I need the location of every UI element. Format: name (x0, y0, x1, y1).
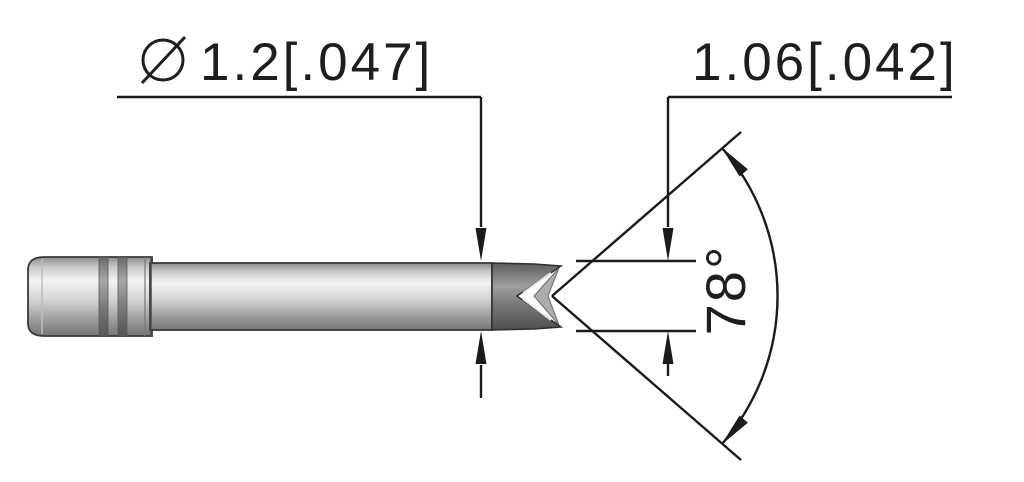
barrel-groove (98, 257, 109, 336)
probe-part (27, 256, 564, 337)
probe-shaft (149, 262, 493, 331)
diameter-dimension-label: 1.2[.047] (200, 33, 433, 92)
crown-highlight (522, 272, 552, 294)
diameter-symbol-icon (140, 35, 187, 85)
angle-arc (721, 147, 779, 445)
tip-arrow-up (662, 331, 674, 364)
angle-dimension-label: 78° (694, 245, 757, 336)
crown-far-point (533, 267, 560, 326)
tip-arrow-down (662, 228, 674, 261)
tip-dimension: 1.06[.042] (576, 33, 958, 376)
crown-highlight (522, 298, 552, 321)
barrel-groove (117, 257, 128, 336)
angle-line-lower (551, 295, 742, 461)
angle-line-upper (551, 131, 742, 297)
diameter-dimension: 1.2[.047] (117, 33, 487, 398)
tip-dimension-label: 1.06[.042] (692, 33, 958, 92)
diameter-arrow-down (475, 228, 487, 261)
probe-barrel (27, 256, 153, 337)
diameter-arrow-up (475, 331, 487, 364)
angle-dimension: 78° (551, 131, 779, 461)
